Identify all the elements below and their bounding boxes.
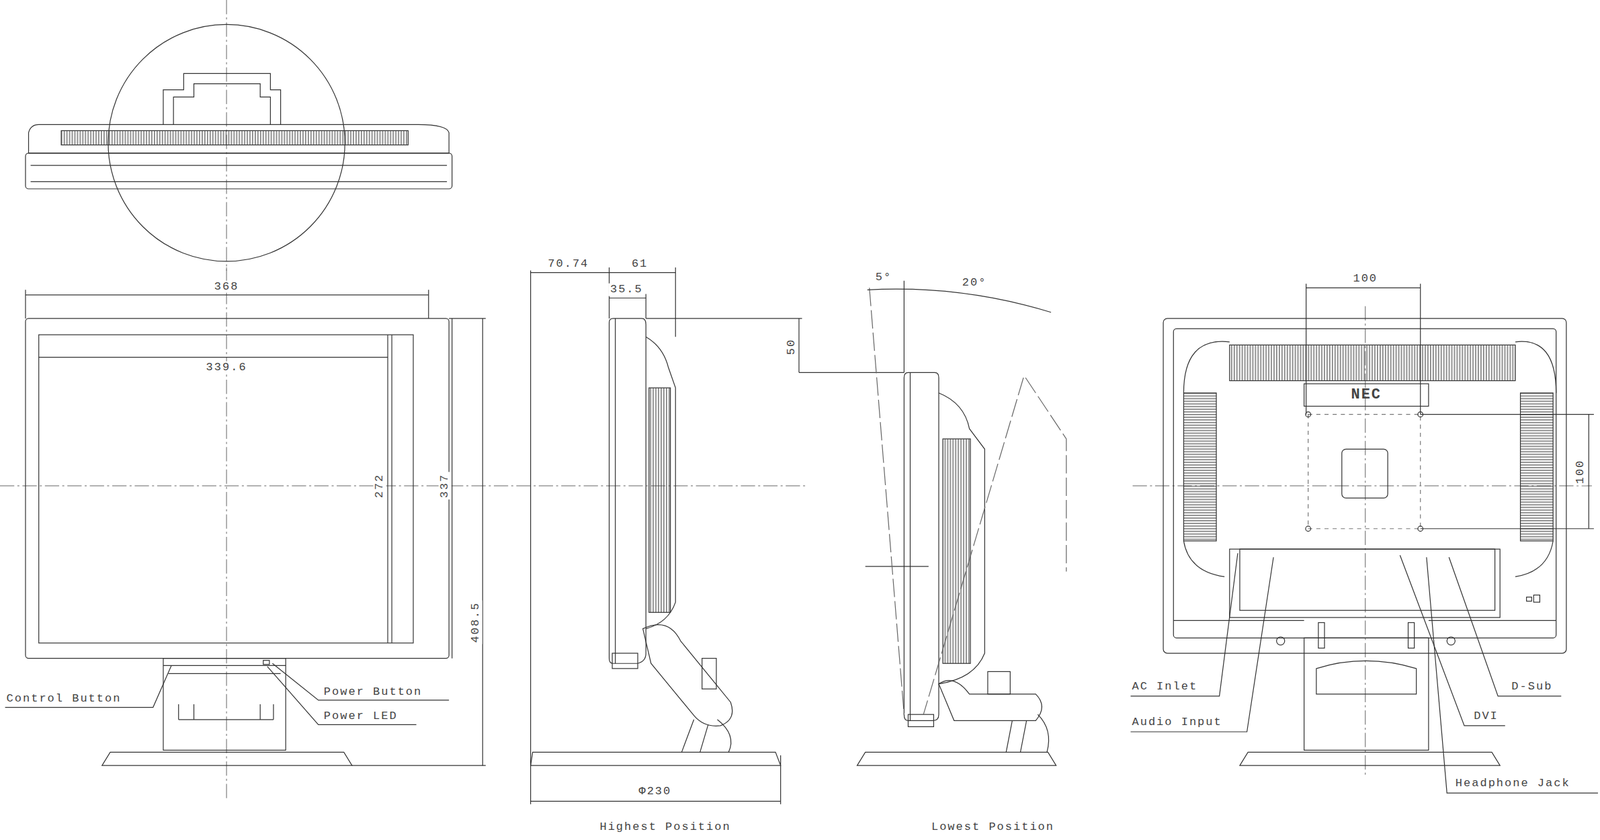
dimension-label: 100 <box>1574 457 1588 486</box>
dimension-label: 50 <box>785 337 799 357</box>
callout-label: Control Button <box>5 692 123 706</box>
dimension-label: 61 <box>630 258 650 271</box>
callout-label: DVI <box>1472 710 1500 724</box>
view-title: Highest Position <box>598 821 732 834</box>
callout-label: Headphone Jack <box>1454 777 1572 791</box>
angle-label: 20° <box>960 276 989 289</box>
dimension-label: 408.5 <box>469 600 482 645</box>
dimension-label: 35.5 <box>608 283 645 297</box>
angle-label: 5° <box>874 271 894 285</box>
dimension-label: 272 <box>373 471 387 500</box>
dimension-label: 339.6 <box>204 360 249 374</box>
view-title: Lowest Position <box>930 821 1056 834</box>
callout-label: Power Button <box>322 685 424 699</box>
callout-label: D-Sub <box>1509 680 1554 694</box>
callout-label: Audio Input <box>1130 716 1224 730</box>
dimension-label: 70.74 <box>546 258 591 271</box>
dimension-label: 337 <box>438 471 452 500</box>
callout-label: Power LED <box>322 710 400 724</box>
logo-text: NEC <box>1349 387 1383 404</box>
dimension-label: 368 <box>213 280 241 293</box>
dimension-label: 100 <box>1351 272 1379 285</box>
dimension-label: Φ230 <box>637 785 673 799</box>
callout-label: AC Inlet <box>1130 680 1199 694</box>
